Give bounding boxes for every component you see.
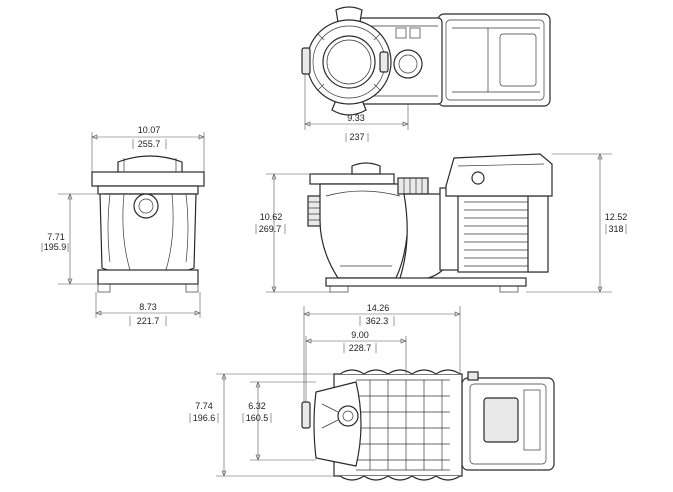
dim-front-width: 10.07 255.7 (91, 125, 205, 172)
dim-mount-width-in: 6.32 (248, 401, 266, 411)
dim-mount-width: 6.32 160.5 (242, 381, 316, 461)
dim-overall-height-in: 12.52 (605, 212, 628, 222)
dim-front-width-in: 10.07 (138, 125, 161, 135)
dim-overall-length-mm: 362.3 (366, 316, 389, 326)
dim-front-height-in: 7.71 (47, 232, 65, 242)
dim-front-height: 7.71 195.9 (41, 193, 104, 285)
dim-top-width: 9.33 237 (304, 74, 409, 142)
dim-overall-height-mm: 318 (608, 224, 623, 234)
pump-base-view (301, 369, 555, 481)
pump-front-view (91, 155, 205, 293)
dim-front-base: 8.73 221.7 (95, 292, 201, 326)
dim-side-height: 10.62 269.7 (255, 173, 330, 293)
pump-side-view (307, 153, 553, 293)
dim-base-width-mm: 196.6 (193, 413, 216, 423)
dim-top-width-in: 9.33 (347, 113, 365, 123)
pump-top-view (301, 6, 551, 116)
dim-side-height-in: 10.62 (260, 212, 283, 222)
dim-top-width-mm: 237 (349, 132, 364, 142)
dim-front-base-in: 8.73 (139, 302, 157, 312)
dim-base-width: 7.74 196.6 (189, 373, 334, 477)
dim-overall-height: 12.52 318 (526, 153, 628, 293)
dim-base-width-in: 7.74 (195, 401, 213, 411)
dim-mount-width-mm: 160.5 (246, 413, 269, 423)
dim-front-height-mm: 195.9 (44, 242, 67, 252)
dim-overall-length-in: 14.26 (367, 303, 390, 313)
dim-mount-length-in: 9.00 (351, 330, 369, 340)
dim-front-width-mm: 255.7 (138, 139, 161, 149)
dim-side-height-mm: 269.7 (259, 224, 282, 234)
dim-overall-length: 14.26 362.3 (303, 303, 461, 402)
dim-mount-length-mm: 228.7 (349, 343, 372, 353)
dim-front-base-mm: 221.7 (137, 316, 160, 326)
dim-mount-length: 9.00 228.7 (305, 330, 407, 402)
